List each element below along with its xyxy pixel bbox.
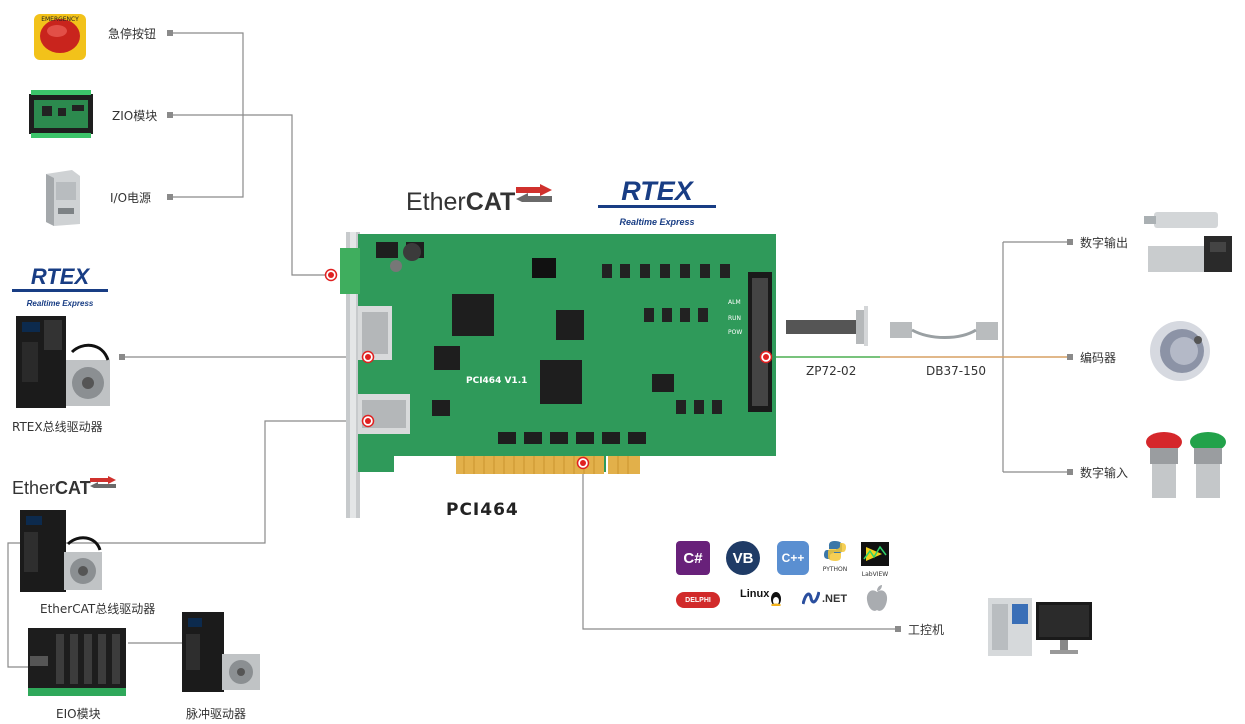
io-power-device [42, 168, 82, 228]
svg-text:POW: POW [728, 329, 742, 336]
ethercat-driver-label: EtherCAT总线驱动器 [40, 602, 156, 616]
ethercat-arrows-icon [90, 476, 116, 488]
cable1-label: ZP72-02 [806, 364, 857, 378]
industrial-pc-icon [988, 598, 1092, 656]
handwheel-encoder-icon [1150, 321, 1210, 381]
labview-icon [861, 542, 889, 566]
delphi-badge: DELPHI [676, 592, 720, 608]
svg-text:EMERGENCY: EMERGENCY [41, 16, 79, 23]
cable2-label: DB37-150 [926, 364, 986, 378]
python-icon [824, 541, 846, 561]
card-name-label: PCI464 [446, 500, 519, 520]
python-label: PYTHON [822, 566, 848, 573]
estop-device: EMERGENCY [30, 6, 90, 62]
db37-cable-icon [890, 322, 998, 340]
linux-badge: Linux [740, 588, 782, 612]
apple-icon [866, 585, 888, 611]
svg-text:PCI464 V1.1: PCI464 V1.1 [466, 376, 527, 386]
digital-in-label: 数字输入 [1080, 466, 1129, 480]
vb-badge: VB [726, 541, 760, 575]
rtex-logo-center: RTEX Realtime Express [598, 178, 716, 235]
ipc-label: 工控机 [908, 623, 945, 637]
zio-device [28, 88, 94, 140]
dotnet-badge: .NET [801, 590, 848, 612]
ethercat-arrows-icon [516, 184, 552, 202]
dotnet-icon [801, 591, 821, 605]
servo-drive-icon [16, 316, 110, 408]
csharp-badge: C# [676, 541, 710, 575]
encoder-label: 编码器 [1080, 351, 1117, 365]
cpp-badge: C++ [777, 541, 809, 575]
pulse-driver-label: 脉冲驱动器 [186, 707, 247, 721]
eio-label: EIO模块 [56, 707, 101, 721]
apple-badge [864, 584, 890, 614]
pci464-board-image: PCI464 V1.1 ALM RUN POW [320, 232, 776, 518]
power-supply-icon [46, 170, 80, 226]
labview-badge: LabVIEW [860, 541, 890, 578]
rtex-logo-left: RTEX Realtime Express [12, 266, 108, 315]
solenoid-valve-icon [1144, 212, 1232, 272]
ethercat-driver-device [16, 508, 104, 594]
digital-out-device [1140, 206, 1238, 280]
digital-out-label: 数字输出 [1080, 236, 1129, 250]
emergency-stop-icon: EMERGENCY [34, 14, 86, 60]
ribbon-cable-icon [786, 306, 868, 346]
db37-cable [890, 318, 1000, 348]
push-buttons-icon [1146, 432, 1226, 498]
eio-device [26, 626, 128, 698]
ethercat-logo-left: EtherCAT [12, 476, 116, 499]
ethercat-logo-center: EtherCAT [406, 184, 552, 217]
rtex-driver-label: RTEX总线驱动器 [12, 420, 103, 434]
estop-label: 急停按钮 [108, 27, 157, 41]
servo-drive-icon [20, 510, 102, 592]
svg-text:ALM: ALM [728, 299, 741, 306]
zio-module-icon [29, 90, 93, 138]
svg-text:RUN: RUN [728, 315, 741, 322]
python-badge: PYTHON [818, 540, 852, 576]
pci-card: PCI464 V1.1 ALM RUN POW [320, 228, 780, 518]
zio-label: ZIO模块 [112, 109, 158, 123]
zp72-cable [786, 306, 872, 346]
tux-icon [771, 592, 781, 606]
digital-in-device [1140, 428, 1232, 502]
ipc-device [986, 594, 1096, 658]
rtex-driver-device [12, 312, 112, 412]
io-power-label: I/O电源 [110, 191, 152, 205]
servo-drive-icon [182, 612, 260, 692]
pulse-driver-device [178, 610, 262, 694]
eio-module-icon [28, 628, 126, 696]
encoder-device [1142, 316, 1218, 386]
labview-label: LabVIEW [861, 571, 889, 578]
